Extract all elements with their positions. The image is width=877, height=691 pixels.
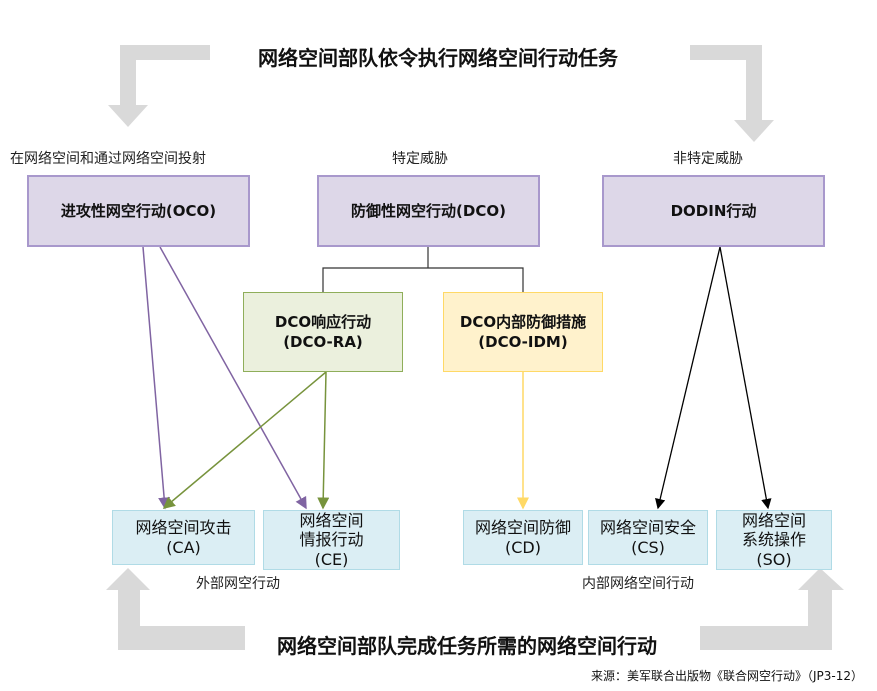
ce-box: 网络空间 情报行动 (CE): [263, 510, 400, 570]
dco-box: 防御性网空行动(DCO): [317, 175, 540, 247]
dodin-to-so-arrow: [719, 246, 772, 510]
cs-box: 网络空间安全 (CS): [588, 510, 708, 565]
ra-to-ce-arrow: [317, 371, 330, 510]
oco-box: 进攻性网空行动(OCO): [27, 175, 250, 247]
internal-group-label: 内部网络空间行动: [582, 576, 694, 592]
external-group-label: 外部网空行动: [196, 576, 280, 592]
dco-idm-box: DCO内部防御措施 (DCO-IDM): [443, 292, 603, 372]
dodin-box: DODIN行动: [602, 175, 825, 247]
bottom-title: 网络空间部队完成任务所需的网络空间行动: [277, 634, 657, 658]
top-right-flow-arrow: [690, 45, 774, 142]
dco-ra-box: DCO响应行动 (DCO-RA): [243, 292, 403, 372]
top-title: 网络空间部队依令执行网络空间行动任务: [258, 46, 618, 70]
ca-box: 网络空间攻击 (CA): [112, 510, 255, 565]
dco-column-label: 特定威胁: [392, 151, 448, 167]
bottom-right-flow-arrow: [700, 568, 844, 650]
ra-to-ca-arrow: [162, 371, 327, 509]
oco-to-ca-arrow: [142, 246, 171, 510]
oco-to-ce-arrow: [159, 246, 307, 510]
dodin-column-label: 非特定威胁: [673, 151, 743, 167]
dco-branch-connector: [322, 247, 524, 292]
cd-box: 网络空间防御 (CD): [463, 510, 583, 565]
dodin-to-cs-arrow: [655, 246, 721, 510]
bottom-left-flow-arrow: [106, 568, 245, 650]
top-left-flow-arrow: [108, 45, 210, 127]
oco-column-label: 在网络空间和通过网络空间投射: [10, 151, 206, 167]
flow-arrows: [106, 45, 844, 650]
so-box: 网络空间 系统操作 (SO): [716, 510, 832, 570]
source-note: 来源：美军联合出版物《联合网空行动》（JP3-12）: [590, 669, 863, 683]
